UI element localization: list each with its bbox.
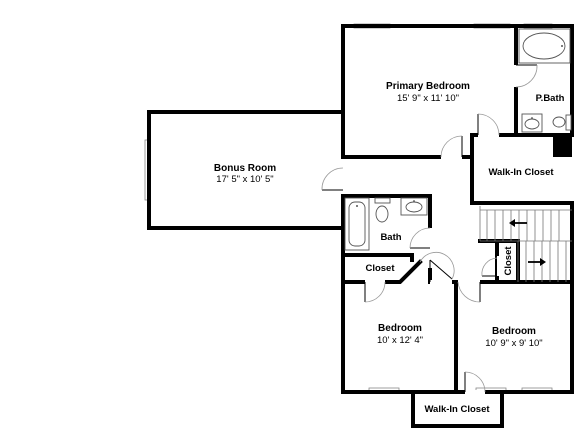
door-swing-icon xyxy=(514,64,538,88)
label-walk-in-closet-top: Walk-In Closet xyxy=(488,167,554,178)
room-dims-bedroom-left: 10' x 12' 4" xyxy=(377,335,423,346)
label-closet-hall: Closet xyxy=(365,263,395,274)
room-name-bonus-room: Bonus Room xyxy=(214,163,276,174)
room-dims-primary-bedroom: 15' 9" x 11' 10" xyxy=(397,93,459,104)
door-swing-icon xyxy=(457,280,481,303)
room-name-bedroom-left: Bedroom xyxy=(378,323,422,334)
room-name-primary-bedroom: Primary Bedroom xyxy=(386,81,470,92)
sink-icon xyxy=(521,113,543,133)
staircase xyxy=(479,206,572,282)
stair-arrow-right-icon xyxy=(528,258,546,266)
door-swing-icon xyxy=(409,227,432,249)
bathtub-icon xyxy=(518,28,571,64)
label-p-bath: P.Bath xyxy=(536,93,565,104)
toilet-icon xyxy=(374,197,391,223)
door-swing-icon xyxy=(440,135,463,159)
door-swing-icon xyxy=(464,371,486,394)
room-dims-bedroom-right: 10' 9" x 9' 10" xyxy=(485,338,542,349)
room-labels: Primary Bedroom 15' 9" x 11' 10" Bonus R… xyxy=(214,81,565,415)
label-bath: Bath xyxy=(380,232,401,243)
room-name-bedroom-right: Bedroom xyxy=(492,326,536,337)
door-swing-icon xyxy=(481,256,501,277)
door-swing-icon xyxy=(321,167,345,191)
fixtures xyxy=(344,28,572,251)
label-closet-stair: Closet xyxy=(503,246,514,276)
door-swing-icon xyxy=(419,251,455,280)
bathtub-icon xyxy=(344,197,370,251)
doors xyxy=(321,64,538,394)
door-swing-icon xyxy=(429,260,452,284)
label-walk-in-closet-bottom: Walk-In Closet xyxy=(424,404,490,415)
sink-icon xyxy=(400,197,428,216)
door-swing-icon xyxy=(477,113,500,137)
door-swing-icon xyxy=(364,280,386,303)
room-dims-bonus-room: 17' 5" x 10' 5" xyxy=(216,174,273,185)
stair-arrow-left-icon xyxy=(509,219,527,227)
column-block xyxy=(553,135,572,157)
toilet-icon xyxy=(552,114,572,131)
walls xyxy=(147,24,574,428)
